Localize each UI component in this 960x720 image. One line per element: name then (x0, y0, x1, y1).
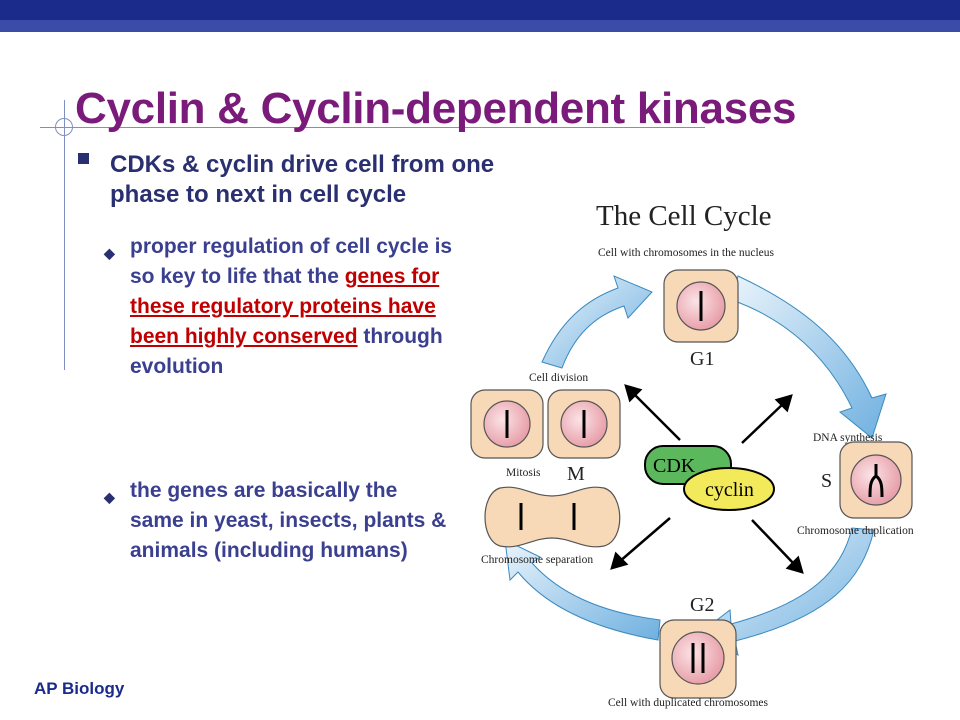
m-label: M (567, 463, 585, 485)
footer-label: AP Biology (34, 679, 125, 698)
s-label: S (821, 470, 832, 492)
sub-bullet-1-part-b: through evolution (130, 325, 443, 378)
arrow-g2-to-m (504, 539, 661, 641)
decor-horizontal-line (40, 127, 705, 128)
bottom-caption: Cell with duplicated chromosomes (608, 697, 769, 709)
cell-division-label: Cell division (529, 372, 588, 384)
decor-crosshair (55, 118, 73, 136)
highlighted-text: genes for these regulatory proteins have… (130, 265, 440, 348)
sub-bullet-2-text: the genes are basically the same in yeas… (130, 479, 447, 562)
cdk-label: CDK (653, 455, 696, 477)
sub-bullet-1: ◆ proper regulation of cell cycle is so … (104, 232, 454, 382)
decor-vertical-line (64, 100, 65, 370)
top-banner (0, 0, 960, 20)
arrow-g1-to-s (731, 275, 887, 439)
diagram-title: The Cell Cycle (596, 200, 772, 232)
sub-bullet-2: ◆ the genes are basically the same in ye… (104, 476, 454, 566)
cell-cycle-diagram: CDK cyclin The Cell Cycle Cell with chro… (470, 200, 914, 709)
sub-bullet-1-part-a: proper regulation of cell cycle is so ke… (130, 235, 453, 288)
main-bullet: CDKs & cyclin drive cell from one phase … (78, 150, 558, 210)
sub-bullet-1-text: proper regulation of cell cycle is so ke… (130, 232, 454, 382)
dna-synthesis-label: DNA synthesis (813, 432, 883, 444)
g2-label: G2 (690, 594, 714, 616)
top-banner-stripe (0, 20, 960, 32)
diamond-bullet-icon: ◆ (104, 489, 115, 505)
top-caption: Cell with chromosomes in the nucleus (598, 247, 775, 259)
g1-label: G1 (690, 348, 714, 370)
chromosome-duplication-label: Chromosome duplication (797, 525, 914, 537)
diamond-bullet-icon: ◆ (104, 245, 115, 261)
main-bullet-text: CDKs & cyclin drive cell from one phase … (110, 151, 495, 208)
arrow-m-to-g1 (541, 275, 653, 369)
cyclin-shape (683, 467, 775, 511)
square-bullet-icon (78, 153, 89, 164)
mitosis-label: Mitosis (506, 467, 541, 479)
cyclin-label: cyclin (705, 479, 754, 501)
chromosome-separation-label: Chromosome separation (481, 554, 593, 566)
slide-title: Cyclin & Cyclin-dependent kinases (75, 84, 797, 133)
